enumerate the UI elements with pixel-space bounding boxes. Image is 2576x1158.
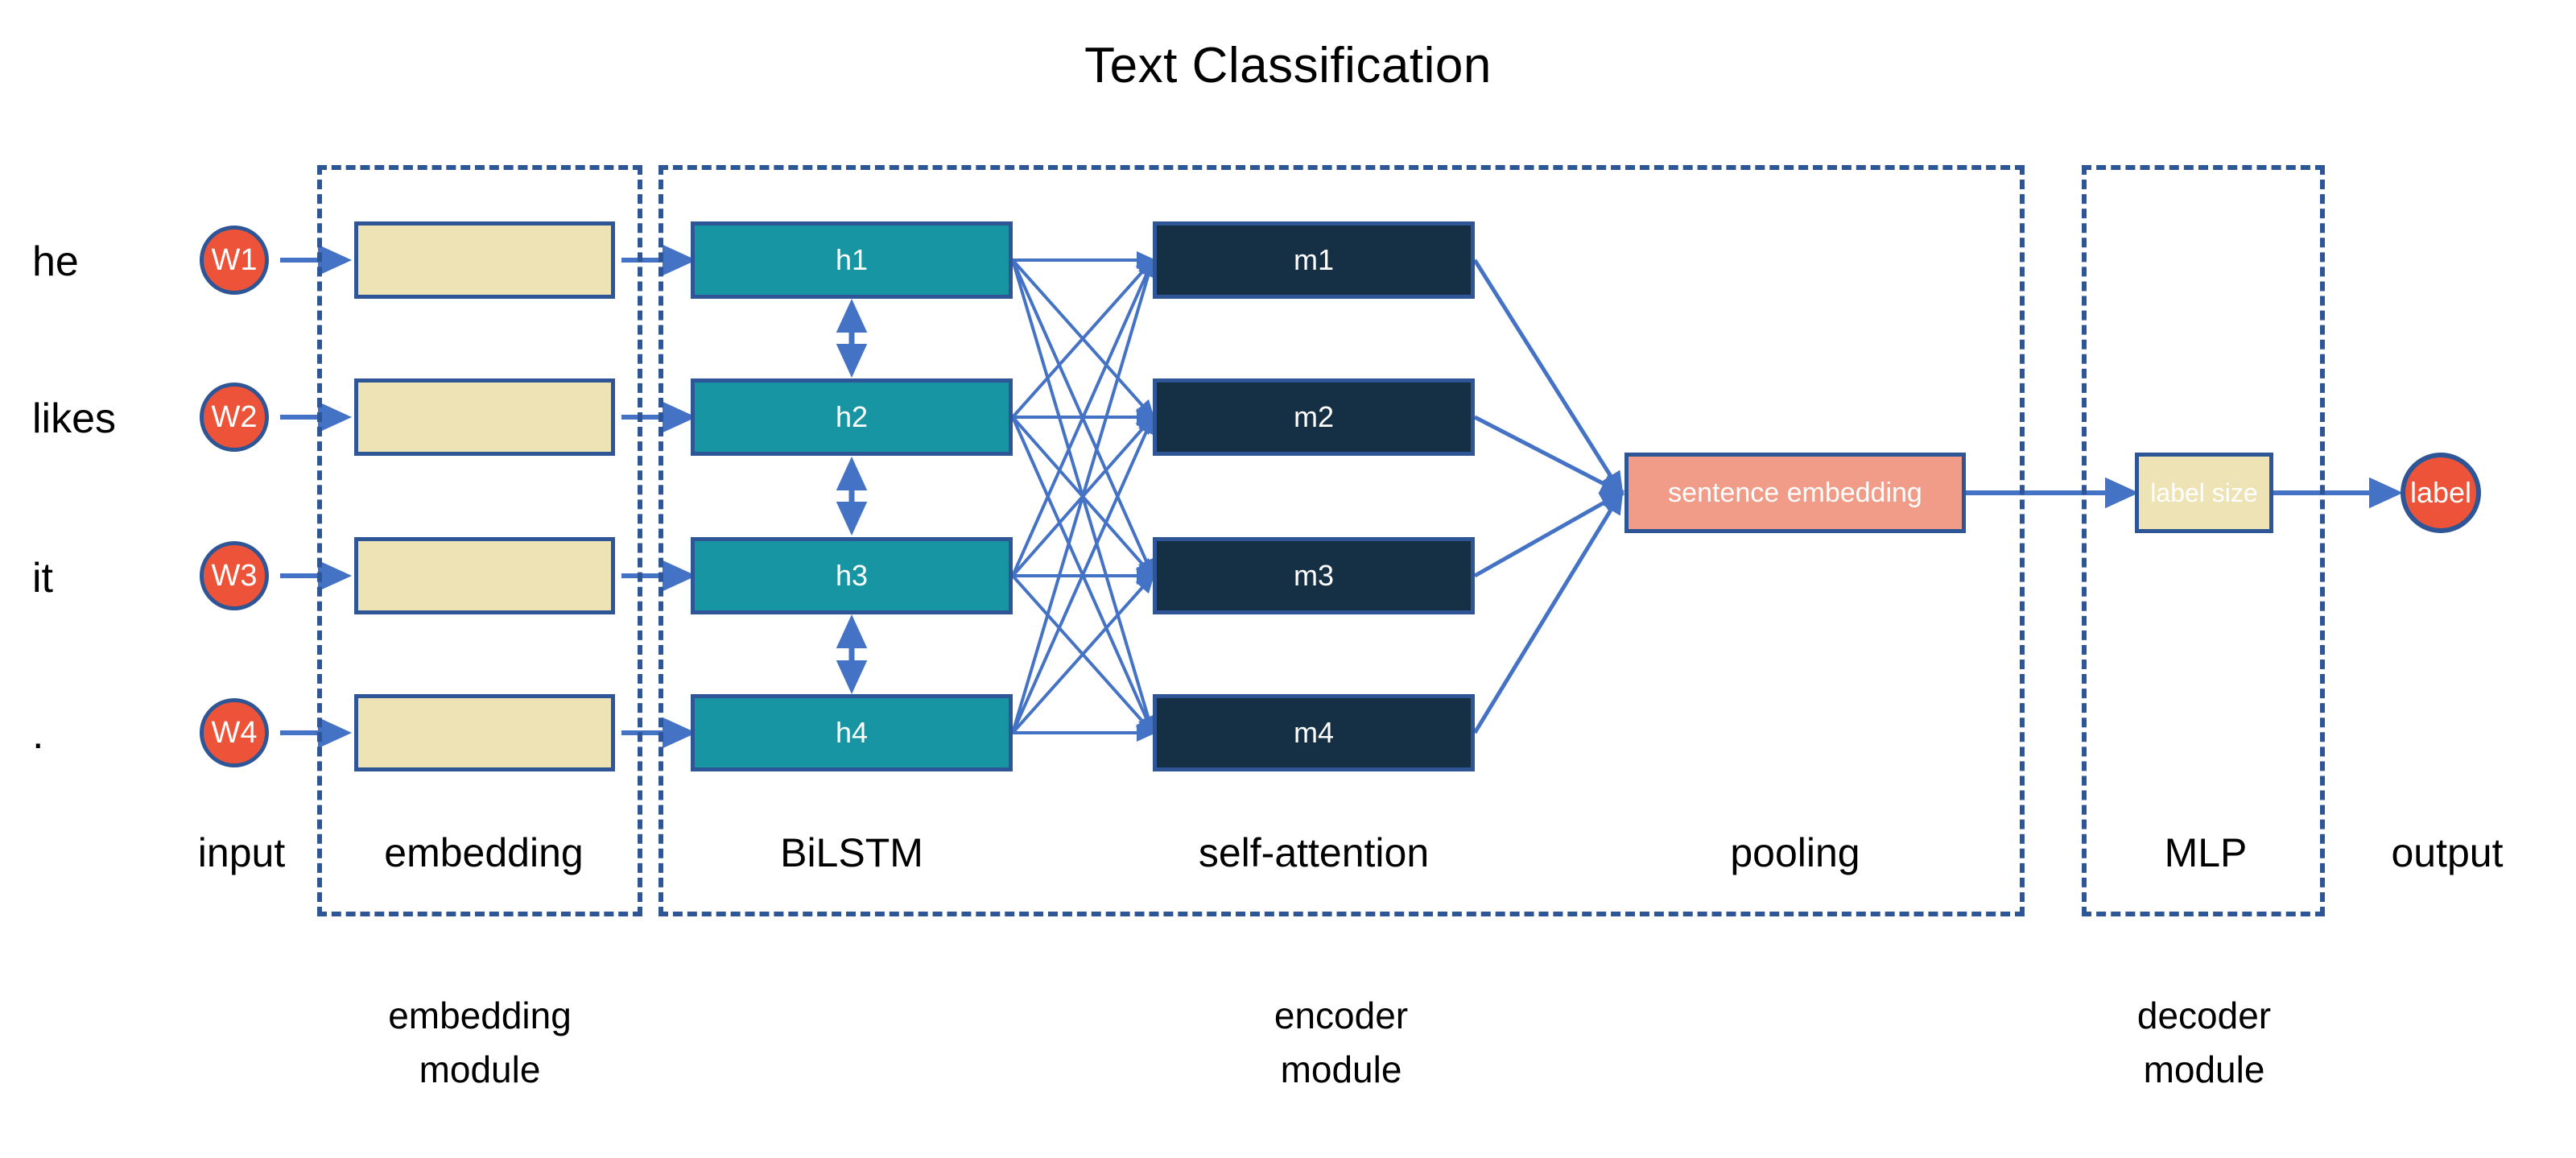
input-word-4: . xyxy=(32,711,44,758)
self-attention-box-m3[interactable]: m3 xyxy=(1153,537,1475,614)
bilstm-box-h4-label: h4 xyxy=(835,716,869,749)
module-caption-encoder: encoder module xyxy=(1180,989,1502,1096)
label-size-label: label size xyxy=(2150,478,2258,507)
stage-caption-output: output xyxy=(2391,830,2504,875)
bilstm-box-h3[interactable]: h3 xyxy=(691,537,1013,614)
self-attention-box-m2[interactable]: m2 xyxy=(1153,378,1475,456)
embedding-box-2[interactable] xyxy=(354,378,615,456)
module-caption-decoder-line2: module xyxy=(2143,1048,2265,1090)
self-attention-box-m2-label: m2 xyxy=(1293,400,1334,433)
stage-caption-embedding: embedding xyxy=(384,830,584,875)
bilstm-box-h4[interactable]: h4 xyxy=(691,694,1013,771)
token-circle-w3[interactable]: W3 xyxy=(200,541,269,610)
module-caption-embedding-line1: embedding xyxy=(388,995,572,1036)
token-circle-w2-label: W2 xyxy=(211,399,258,434)
bilstm-box-h1[interactable]: h1 xyxy=(691,221,1013,299)
input-word-3: it xyxy=(32,555,53,602)
self-attention-full-connections xyxy=(1011,251,1157,742)
embedding-box-1[interactable] xyxy=(354,221,615,299)
token-circle-w1[interactable]: W1 xyxy=(200,225,269,295)
token-to-embedding-arrows xyxy=(280,244,352,749)
output-label-text: label xyxy=(2409,476,2472,509)
self-attention-box-m4-label: m4 xyxy=(1293,716,1334,749)
self-attention-box-m4[interactable]: m4 xyxy=(1153,694,1475,771)
bilstm-box-h2[interactable]: h2 xyxy=(691,378,1013,456)
label-size-box[interactable]: label size xyxy=(2135,453,2273,533)
module-caption-embedding-line2: module xyxy=(419,1048,541,1090)
self-attention-box-m3-label: m3 xyxy=(1293,559,1334,592)
sentence-embedding-box[interactable]: sentence embedding xyxy=(1624,453,1966,533)
embedding-box-4[interactable] xyxy=(354,694,615,771)
bilstm-box-h2-label: h2 xyxy=(835,400,869,433)
stage-caption-input: input xyxy=(197,830,286,875)
self-attention-box-m1-label: m1 xyxy=(1293,243,1334,276)
token-circle-w4-label: W4 xyxy=(211,715,258,750)
token-circle-w4[interactable]: W4 xyxy=(200,698,269,767)
bilstm-box-h1-label: h1 xyxy=(835,243,869,276)
output-label-ellipse[interactable]: label xyxy=(2401,453,2481,533)
token-circle-w1-label: W1 xyxy=(211,242,258,277)
self-attention-box-m1[interactable]: m1 xyxy=(1153,221,1475,299)
module-caption-encoder-line2: module xyxy=(1280,1048,1402,1090)
embedding-box-3[interactable] xyxy=(354,537,615,614)
module-caption-encoder-line1: encoder xyxy=(1274,995,1409,1036)
module-caption-decoder-line1: decoder xyxy=(2136,995,2272,1036)
module-caption-decoder: decoder module xyxy=(2043,989,2365,1096)
input-word-2: likes xyxy=(32,395,117,442)
pooling-convergence-lines xyxy=(1472,258,1625,734)
input-word-1: he xyxy=(32,238,79,285)
module-caption-embedding: embedding module xyxy=(319,989,641,1096)
stage-caption-bilstm: BiLSTM xyxy=(780,830,923,875)
bilstm-box-h3-label: h3 xyxy=(835,559,869,592)
stage-caption-mlp: MLP xyxy=(2164,830,2248,875)
embedding-module-container xyxy=(317,165,642,916)
decoder-module-container xyxy=(2082,165,2325,916)
token-circle-w3-label: W3 xyxy=(211,558,258,593)
stage-caption-self-attention: self-attention xyxy=(1198,830,1430,875)
stage-caption-pooling: pooling xyxy=(1730,830,1860,875)
embedding-to-bilstm-arrows xyxy=(621,244,696,749)
token-circle-w2[interactable]: W2 xyxy=(200,383,269,452)
page-title: Text Classification xyxy=(1084,38,1492,93)
sentence-embedding-label: sentence embedding xyxy=(1668,477,1922,508)
encoder-module-container xyxy=(658,165,2025,916)
